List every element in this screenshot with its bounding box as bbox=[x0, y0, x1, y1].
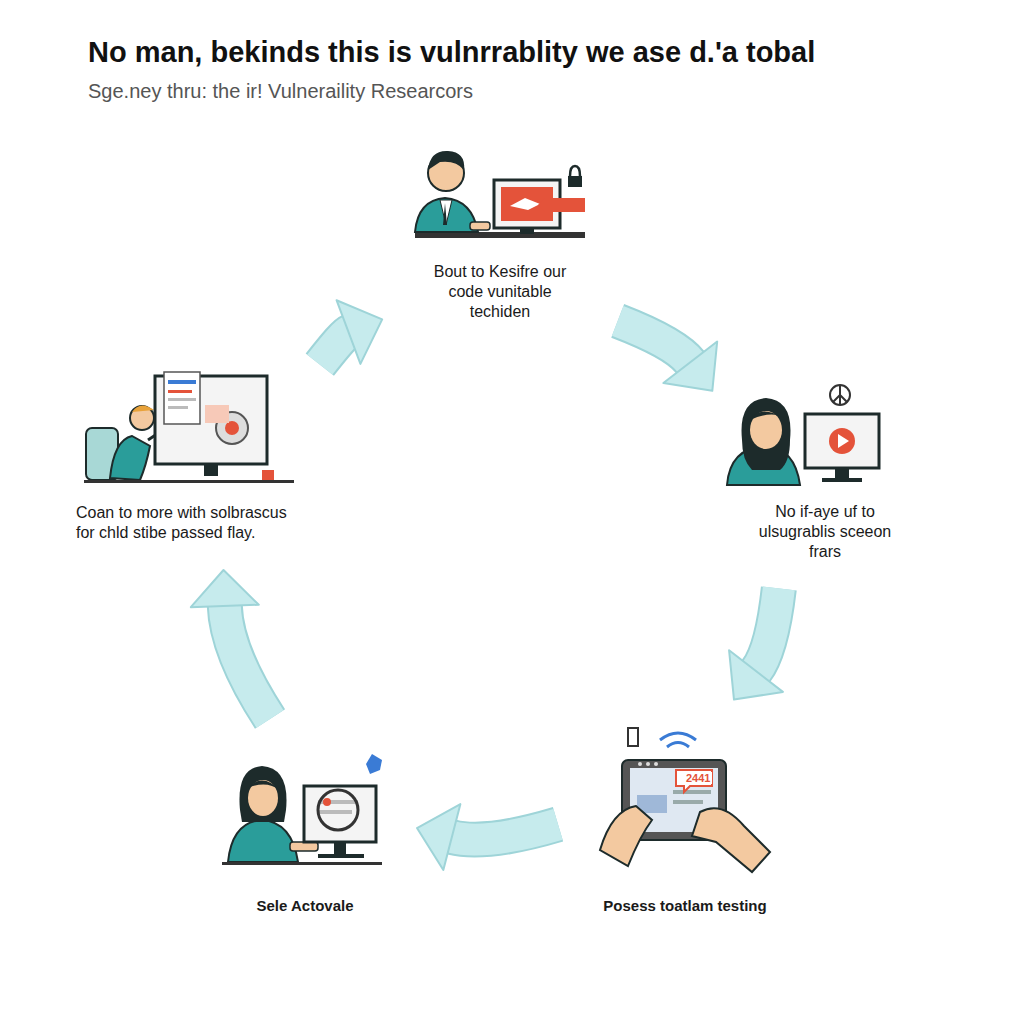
cycle-arrow bbox=[320, 300, 382, 364]
arrow-body-outline bbox=[452, 824, 558, 839]
cycle-arrow bbox=[618, 321, 717, 391]
stage-text: Bout to Kesifre our code vunitable techi… bbox=[420, 262, 580, 322]
diagram-title: No man, bekinds this is vulnrrablity we … bbox=[88, 36, 815, 69]
arrow-head bbox=[663, 342, 717, 391]
woman-with-magnifier bbox=[222, 754, 382, 865]
cycle-arrow bbox=[191, 570, 270, 719]
arrow-body-outline bbox=[225, 606, 270, 719]
arrow-body bbox=[452, 824, 558, 839]
stage-node: Bout to Kesifre our code vunitable techi… bbox=[400, 140, 600, 328]
cycle-arrow bbox=[417, 804, 558, 870]
woman-at-computer bbox=[727, 385, 879, 485]
arrow-body bbox=[225, 606, 270, 719]
stage-node: Posess toatlam testing bbox=[580, 720, 790, 922]
stage-node: Coan to more with solbrascus for chld st… bbox=[76, 370, 302, 549]
cycle-arrow bbox=[729, 588, 783, 699]
arrow-body bbox=[756, 588, 779, 671]
arrow-body-outline bbox=[756, 588, 779, 671]
person-at-desk bbox=[84, 372, 294, 483]
screen-badge: 2441 bbox=[684, 772, 712, 784]
arrow-head bbox=[417, 804, 460, 870]
stage-text: No if-aye uf to ulsugrablis sceeon frars bbox=[745, 502, 905, 562]
arrow-body bbox=[320, 332, 349, 365]
arrow-body-outline bbox=[320, 332, 349, 365]
man-at-computer bbox=[415, 151, 585, 238]
stage-text: Posess toatlam testing bbox=[582, 896, 788, 916]
stage-text: Coan to more with solbrascus for chld st… bbox=[76, 503, 298, 543]
arrow-head bbox=[191, 570, 259, 607]
subtitle-text: Sge.ney thru: the ir! Vulneraility Resea… bbox=[88, 80, 473, 103]
arrow-head bbox=[729, 650, 783, 699]
stage-node: Sele Actovale bbox=[215, 740, 395, 922]
stage-node: No if-aye uf to ulsugrablis sceeon frars bbox=[730, 380, 920, 568]
arrow-body-outline bbox=[618, 321, 691, 362]
arrow-head bbox=[337, 300, 383, 364]
tablet-testing bbox=[600, 728, 770, 872]
stage-text: Sele Actovale bbox=[220, 896, 390, 916]
arrow-body bbox=[618, 321, 691, 362]
